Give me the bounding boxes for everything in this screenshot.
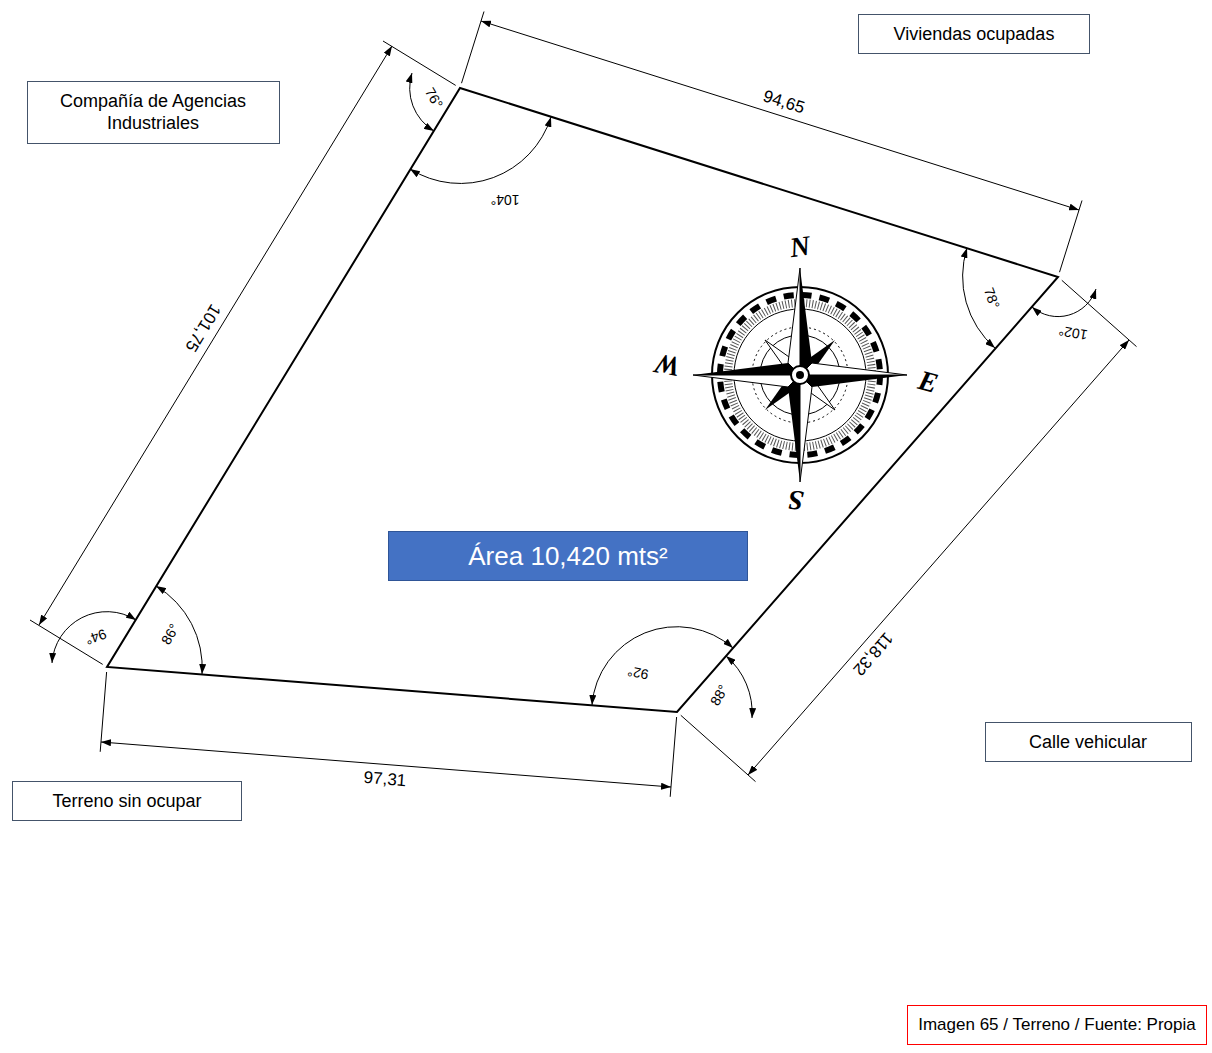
box-text: Viviendas ocupadas [894,23,1055,46]
neighbour-box: Calle vehicular [985,722,1192,763]
box-text: Compañía de Agencias Industriales [38,90,269,135]
angle-text: 92° [626,664,649,681]
area-box: Área 10,420 mts² [388,531,748,582]
figure-caption-box: Imagen 65 / Terreno / Fuente: Propia [907,1005,1207,1044]
dimension-text: 101,75 [182,301,224,354]
compass-letter: W [653,349,682,381]
angle-text: 94° [84,627,109,647]
angle-text: 104° [491,193,520,207]
compass-rose [693,268,907,482]
box-text: Calle vehicular [1029,731,1147,754]
box-text: Terreno sin ocupar [52,790,201,813]
dimension-text: 97,31 [363,769,407,789]
box-text: Imagen 65 / Terreno / Fuente: Propia [918,1014,1196,1035]
box-text: Área 10,420 mts² [468,540,667,573]
plot-outline [107,88,1058,712]
compass-letter: E [915,366,940,398]
dimension-text: 118,32 [850,629,896,678]
angle-text: 102° [1058,324,1089,343]
compass-letter: N [788,232,812,263]
neighbour-box: Terreno sin ocupar [12,781,242,822]
angle-text: 78° [982,286,1002,311]
angle-arcs [52,73,1096,718]
angle-text: 88° [708,682,731,707]
neighbour-box: Viviendas ocupadas [858,14,1090,55]
compass-letter: S [787,485,805,514]
angle-text: 86° [159,621,182,646]
neighbour-box: Compañía de Agencias Industriales [27,81,280,144]
angle-text: 76° [423,85,446,110]
dimension-lines [30,12,1137,797]
